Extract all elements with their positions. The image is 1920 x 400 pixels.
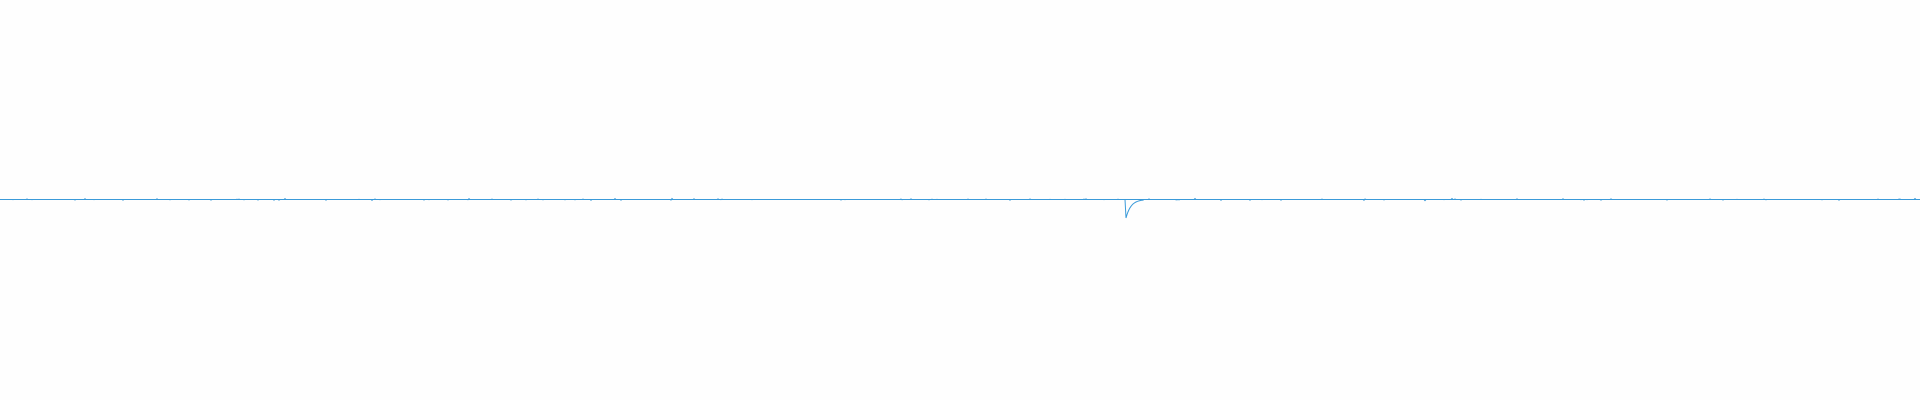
waveform-trace: [0, 197, 1920, 219]
